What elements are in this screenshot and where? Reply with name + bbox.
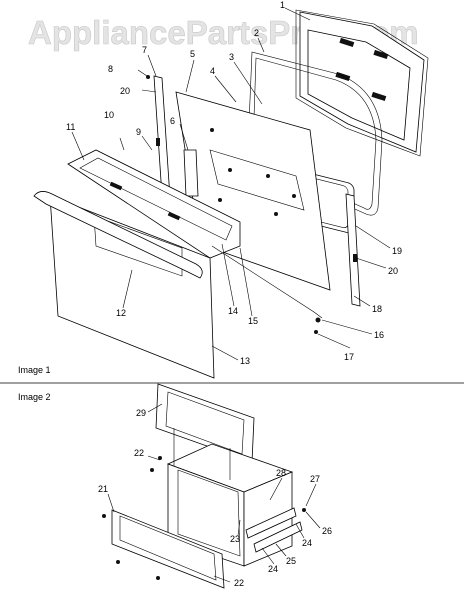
callout-9: 9 bbox=[136, 127, 141, 137]
callout-29: 29 bbox=[136, 408, 146, 418]
screw-part-22-top bbox=[158, 456, 162, 460]
callout-20-right: 20 bbox=[388, 266, 398, 276]
door-rear-frame-part-1 bbox=[295, 9, 429, 157]
callout-15: 15 bbox=[248, 316, 258, 326]
door-rod-part-15 bbox=[211, 245, 323, 319]
callout-25: 25 bbox=[286, 556, 296, 566]
callout-21: 21 bbox=[98, 484, 108, 494]
callout-6: 6 bbox=[170, 116, 175, 126]
callout-23: 23 bbox=[230, 534, 240, 544]
screw-left-top bbox=[102, 514, 106, 518]
callout-20-left: 20 bbox=[120, 86, 130, 96]
exploded-drawer-view: Image 2 bbox=[18, 383, 332, 589]
screw-part-27 bbox=[302, 508, 306, 512]
callouts-image-1: 1 2 3 4 5 6 7 8 9 10 11 12 13 14 15 16 1… bbox=[66, 0, 402, 366]
callout-10: 10 bbox=[104, 110, 114, 120]
callout-24-right: 24 bbox=[302, 538, 312, 548]
callout-17: 17 bbox=[344, 352, 354, 362]
callout-27: 27 bbox=[310, 474, 320, 484]
callout-13: 13 bbox=[240, 356, 250, 366]
leader-lines-image-1 bbox=[71, 7, 391, 361]
screw-part-8 bbox=[137, 69, 151, 79]
callout-19: 19 bbox=[392, 246, 402, 256]
callout-26: 26 bbox=[322, 526, 332, 536]
callout-8: 8 bbox=[108, 64, 113, 74]
callout-22-top: 22 bbox=[134, 448, 144, 458]
leader-lines-image-2 bbox=[107, 403, 321, 583]
callout-24-bottom: 24 bbox=[268, 564, 278, 574]
callout-5: 5 bbox=[190, 49, 195, 59]
door-handle-part-12 bbox=[33, 191, 203, 279]
callout-11: 11 bbox=[66, 122, 75, 132]
callout-1: 1 bbox=[280, 0, 285, 10]
hinge-right-part-19 bbox=[345, 193, 361, 307]
exploded-oven-door-view: 1 2 3 4 5 6 7 8 9 10 11 12 13 14 15 16 1… bbox=[18, 0, 429, 379]
image-2-caption: Image 2 bbox=[18, 392, 51, 402]
callout-22-bottom: 22 bbox=[234, 578, 244, 588]
image-1-caption: Image 1 bbox=[18, 365, 51, 375]
callout-16: 16 bbox=[374, 330, 384, 340]
drawer-slide-part-25 bbox=[245, 507, 303, 553]
screw-part-22-mid bbox=[150, 468, 154, 472]
door-bracket-part-6 bbox=[183, 149, 199, 197]
callouts-image-2: 21 22 22 23 24 24 25 26 27 28 29 bbox=[98, 408, 332, 588]
door-trim-part-11 bbox=[67, 149, 241, 259]
callout-3: 3 bbox=[229, 52, 234, 62]
callout-14: 14 bbox=[228, 306, 238, 316]
callout-18: 18 bbox=[372, 304, 382, 314]
screw-part-10 bbox=[119, 137, 125, 151]
screw-part-16 bbox=[315, 317, 321, 323]
callout-12: 12 bbox=[116, 308, 126, 318]
callout-28: 28 bbox=[276, 468, 286, 478]
callout-4: 4 bbox=[210, 66, 215, 76]
outer-door-panel-part-13 bbox=[49, 195, 215, 379]
screw-left-bottom bbox=[116, 560, 120, 564]
drawer-front-part-21 bbox=[111, 509, 225, 589]
callout-2: 2 bbox=[254, 28, 259, 38]
screw-bottom bbox=[156, 576, 160, 580]
screw-part-17 bbox=[314, 330, 318, 334]
callout-7: 7 bbox=[142, 45, 147, 55]
